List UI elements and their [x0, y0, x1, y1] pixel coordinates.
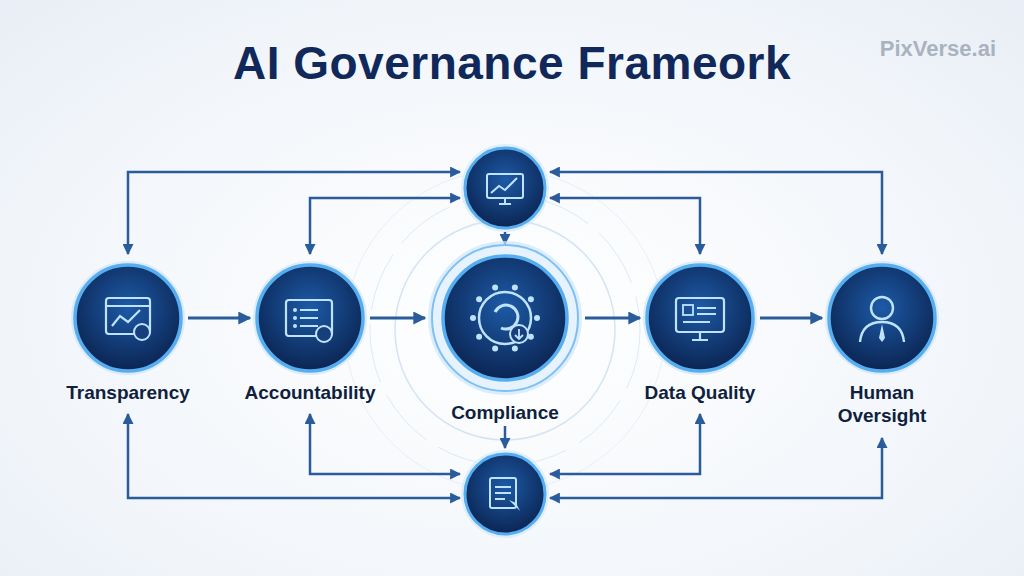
node-label: Human Oversight	[826, 382, 938, 428]
process-node: Accountability	[241, 260, 380, 405]
flow-arrow	[760, 317, 822, 320]
node-label: Data Quality	[645, 382, 756, 405]
process-node: Transparency	[62, 260, 194, 405]
loop-arrow	[550, 172, 882, 254]
node-circle	[824, 260, 940, 376]
loop-arrow	[550, 414, 700, 474]
loop-arrow	[128, 172, 460, 254]
loop-arrow	[310, 414, 460, 474]
watermark: PixVerse.ai	[880, 36, 996, 62]
diagram-title: AI Governance Frameork	[0, 36, 1024, 90]
flow-arrow	[188, 317, 250, 320]
node-icon	[470, 285, 540, 352]
process-node: Human Oversight	[822, 260, 942, 428]
node-label: Accountability	[245, 382, 376, 405]
hub-circle	[461, 144, 549, 232]
node-circle	[252, 260, 368, 376]
node-label: Transparency	[66, 382, 190, 405]
node-icon	[106, 298, 150, 340]
loop-arrow	[550, 198, 700, 254]
hub-circle	[461, 450, 549, 538]
node-circle	[427, 240, 583, 396]
loop-arrow	[310, 198, 460, 254]
node-icon	[860, 297, 904, 342]
flow-arrow	[370, 317, 425, 320]
flow-arrow	[585, 317, 640, 320]
node-icon	[676, 298, 724, 340]
node-circle	[642, 260, 758, 376]
node-icon	[286, 300, 332, 342]
node-circle	[70, 260, 186, 376]
node-label: Compliance	[451, 402, 559, 425]
loop-arrow	[504, 426, 507, 448]
process-node: Data Quality	[641, 260, 760, 405]
loop-arrow	[128, 414, 460, 498]
process-node: Compliance	[427, 240, 583, 425]
loop-arrow	[550, 438, 882, 498]
